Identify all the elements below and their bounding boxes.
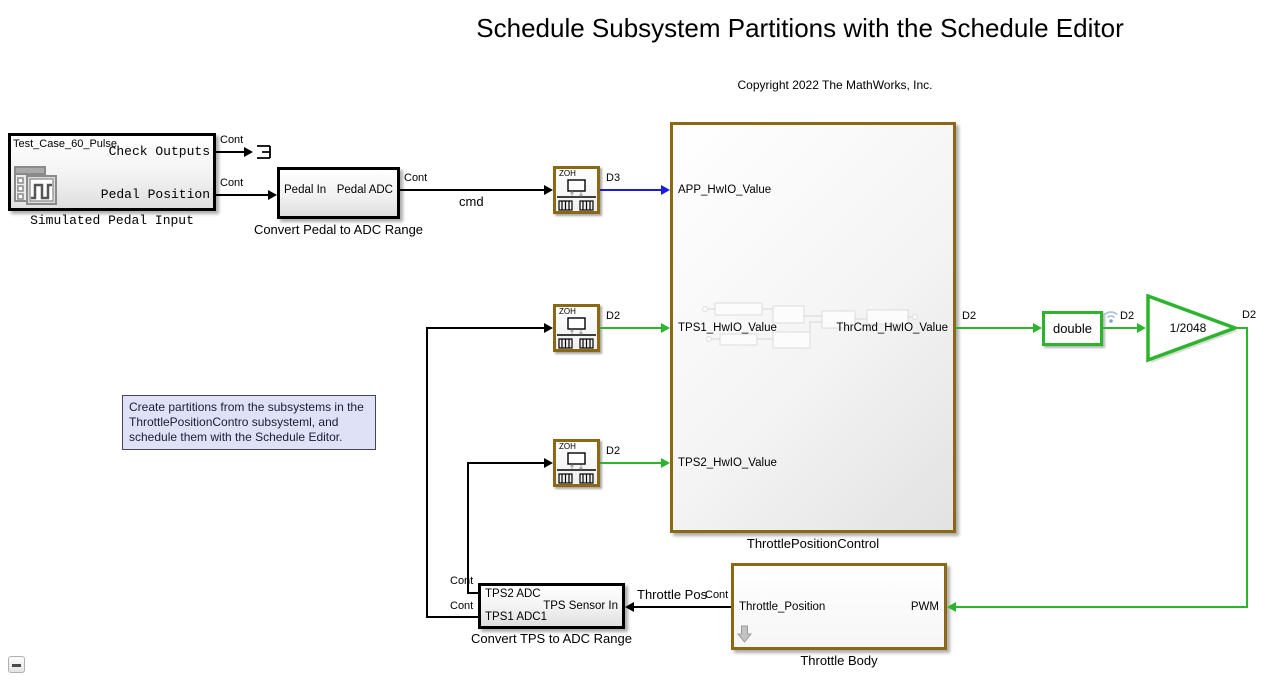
signal-line-check-outputs[interactable] bbox=[216, 151, 244, 153]
block-convert-tps-to-adc[interactable]: TPS2 ADC TPS1 ADC1 TPS Sensor In bbox=[478, 583, 625, 629]
rate-transition-icon bbox=[557, 452, 596, 484]
rate-label-tps1-adc: Cont bbox=[450, 600, 474, 612]
signal-logging-wifi-icon bbox=[1104, 311, 1118, 323]
annotation-line-3: schedule them with the Schedule Editor. bbox=[129, 430, 343, 444]
rate-label-throttle-pos: Cont bbox=[705, 589, 729, 601]
app-arrowhead bbox=[661, 185, 670, 195]
port-label-thrcmd-hwio: ThrCmd_HwIO_Value bbox=[836, 322, 948, 334]
signal-line-tps1-feedback-bottom[interactable] bbox=[427, 616, 478, 618]
annotation-box[interactable]: Create partitions from the subsystems in… bbox=[122, 395, 376, 450]
rate-label-tps2-adc: Cont bbox=[450, 575, 474, 587]
signal-line-cmd[interactable] bbox=[400, 189, 544, 191]
tps2-arrowhead bbox=[661, 458, 670, 468]
model-title: Schedule Subsystem Partitions with the S… bbox=[476, 13, 1124, 43]
block-throttle-position-control[interactable]: APP_HwIO_Value TPS1_HwIO_Value TPS2_HwIO… bbox=[670, 122, 956, 533]
zoh-label-3: ZOH bbox=[559, 442, 576, 451]
signal-line-tps1-d2[interactable] bbox=[600, 327, 661, 329]
signal-line-pwm-horizontal[interactable] bbox=[956, 606, 1248, 608]
signal-line-tps2-feedback-bottom[interactable] bbox=[468, 592, 478, 594]
gain-in-arrowhead bbox=[1137, 323, 1146, 333]
tps1-arrowhead bbox=[661, 323, 670, 333]
tps-sensor-arrowhead bbox=[625, 602, 634, 612]
port-label-throttle-position: Throttle_Position bbox=[739, 601, 826, 613]
block-rate-transition-tps1[interactable]: ZOH bbox=[553, 304, 600, 352]
signal-line-pwm-vertical[interactable] bbox=[1246, 327, 1248, 608]
port-label-tps2-adc: TPS2 ADC bbox=[485, 588, 541, 600]
copyright-note: Copyright 2022 The MathWorks, Inc. bbox=[737, 78, 933, 92]
pwm-arrowhead bbox=[947, 602, 956, 612]
port-label-pedal-in: Pedal In bbox=[284, 184, 327, 196]
terminator-icon[interactable] bbox=[252, 142, 274, 162]
datatype-label: double bbox=[1052, 321, 1093, 336]
rate-label-thrcmd-d2: D2 bbox=[962, 310, 977, 322]
signal-group-tag: Test_Case_60_Pulse bbox=[13, 138, 117, 150]
caption-throttle-position-control: ThrottlePositionControl bbox=[746, 536, 880, 551]
port-label-pedal-position: Pedal Position bbox=[100, 187, 210, 202]
block-convert-pedal-to-adc[interactable]: Pedal In Pedal ADC bbox=[277, 167, 400, 219]
tps2-zoh-arrowhead bbox=[544, 458, 553, 468]
caption-convert-pedal: Convert Pedal to ADC Range bbox=[253, 222, 424, 237]
block-data-type-conversion[interactable]: double bbox=[1042, 311, 1103, 346]
zoh-label-2: ZOH bbox=[559, 307, 576, 316]
signal-line-app-d3[interactable] bbox=[600, 189, 661, 191]
signal-builder-icon bbox=[14, 166, 57, 205]
port-label-tps1-adc1: TPS1 ADC1 bbox=[485, 611, 547, 623]
signal-name-throttle-pos[interactable]: Throttle Pos bbox=[637, 587, 708, 602]
caption-throttle-body: Throttle Body bbox=[800, 653, 878, 668]
signal-name-cmd[interactable]: cmd bbox=[459, 194, 484, 209]
port-label-tps2-hwio: TPS2_HwIO_Value bbox=[678, 457, 777, 469]
port-label-pedal-adc: Pedal ADC bbox=[336, 184, 393, 196]
signal-line-tps1-feedback-top[interactable] bbox=[427, 327, 544, 329]
subsystem-contents-preview bbox=[702, 302, 918, 349]
block-throttle-body[interactable]: Throttle_Position PWM bbox=[731, 563, 947, 650]
annotation-line-2: ThrottlePositionContro subsysteml, and bbox=[129, 415, 339, 429]
signal-line-double-out[interactable] bbox=[1103, 327, 1137, 329]
gain-value-label: 1/2048 bbox=[1169, 321, 1207, 335]
rate-label-gain-d2: D2 bbox=[1242, 309, 1257, 321]
block-simulated-pedal-input[interactable]: Test_Case_60_Pulse Check Outputs Pedal P… bbox=[8, 133, 216, 211]
signal-line-tps2-feedback-top[interactable] bbox=[468, 462, 544, 464]
hide-markup-toggle-button[interactable] bbox=[8, 656, 25, 673]
rate-label-tps1-d2: D2 bbox=[606, 310, 621, 322]
block-gain-triangle[interactable] bbox=[1146, 294, 1241, 364]
port-label-tps1-hwio: TPS1_HwIO_Value bbox=[678, 322, 777, 334]
signal-line-throttle-pos[interactable] bbox=[634, 606, 731, 608]
rate-label-pedal-position: Cont bbox=[220, 177, 244, 189]
block-rate-transition-app[interactable]: ZOH bbox=[553, 166, 600, 214]
signal-line-pedal-position[interactable] bbox=[216, 194, 268, 196]
minus-icon bbox=[12, 664, 21, 667]
rate-label-check-outputs: Cont bbox=[220, 134, 244, 146]
signal-line-thrcmd[interactable] bbox=[956, 327, 1033, 329]
tps1-zoh-arrowhead bbox=[544, 323, 553, 333]
annotation-line-1: Create partitions from the subsystems in… bbox=[129, 400, 364, 414]
check-outputs-arrowhead bbox=[244, 147, 253, 157]
port-label-tps-sensor-in: TPS Sensor In bbox=[543, 600, 618, 612]
signal-line-tps2-feedback-vertical[interactable] bbox=[467, 462, 469, 594]
port-label-app-hwio: APP_HwIO_Value bbox=[678, 184, 772, 196]
cmd-arrowhead bbox=[544, 185, 553, 195]
block-rate-transition-tps2[interactable]: ZOH bbox=[553, 439, 600, 487]
rate-label-tps2-d2: D2 bbox=[606, 445, 621, 457]
down-arrow-badge-icon bbox=[737, 625, 752, 643]
port-label-pwm: PWM bbox=[910, 601, 939, 613]
pedal-position-arrowhead bbox=[268, 190, 277, 200]
double-in-arrowhead bbox=[1033, 323, 1042, 333]
port-label-check-outputs: Check Outputs bbox=[108, 144, 210, 159]
signal-line-gain-out[interactable] bbox=[1235, 327, 1248, 329]
rate-label-pedal-adc: Cont bbox=[404, 172, 428, 184]
rate-transition-icon bbox=[557, 179, 596, 211]
rate-label-double-d2: D2 bbox=[1120, 310, 1135, 322]
rate-label-d3: D3 bbox=[606, 172, 621, 184]
signal-line-tps2-d2[interactable] bbox=[600, 462, 661, 464]
signal-line-tps1-feedback-vertical[interactable] bbox=[426, 327, 428, 618]
zoh-label-1: ZOH bbox=[559, 169, 576, 178]
caption-simulated-pedal-input: Simulated Pedal Input bbox=[30, 213, 194, 228]
rate-transition-icon bbox=[557, 317, 596, 349]
caption-convert-tps: Convert TPS to ADC Range bbox=[471, 631, 632, 646]
